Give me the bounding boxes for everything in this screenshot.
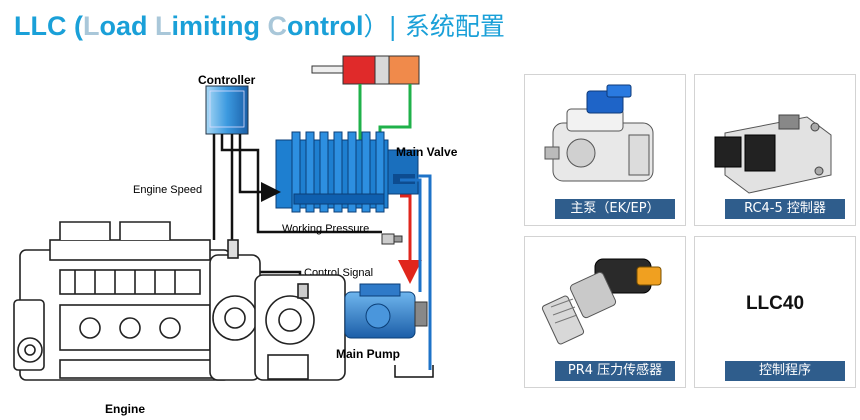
card-controller: RC4-5 控制器 xyxy=(694,74,856,226)
tank-symbol xyxy=(394,365,434,378)
controller-unit xyxy=(205,85,249,135)
hydraulic-cylinder xyxy=(311,55,420,85)
program-name: LLC40 xyxy=(745,293,805,314)
pressure-sensor-icon xyxy=(541,258,662,345)
hydraulic-pump-icon xyxy=(544,84,654,182)
card-pressure-sensor: PR4 压力传感器 xyxy=(524,236,686,388)
blue-supply-line xyxy=(400,178,422,292)
card-caption: 控制程序 xyxy=(725,361,845,381)
ecu-controller-icon xyxy=(714,114,832,194)
controller-label: Controller xyxy=(198,73,256,87)
card-main-pump: 主泵（EK/EP） xyxy=(524,74,686,226)
blue-return-line xyxy=(418,174,432,370)
page-title: LLC (Load Limiting Control）| 系统配置 xyxy=(14,11,505,41)
working-pressure-line xyxy=(220,134,382,234)
pressure-sensor-symbol xyxy=(381,233,403,245)
main-valve-label: Main Valve xyxy=(396,145,458,159)
main-pump-label: Main Pump xyxy=(336,347,400,361)
card-caption: RC4-5 控制器 xyxy=(725,199,845,219)
engine-drawing xyxy=(13,221,346,381)
valve-control-line xyxy=(238,134,281,202)
card-control-program: LLC40 控制程序 xyxy=(694,236,856,388)
card-caption: 主泵（EK/EP） xyxy=(555,199,675,219)
working-pressure-label: Working Pressure xyxy=(282,223,369,235)
engine-label: Engine xyxy=(105,402,145,416)
main-pump xyxy=(344,283,428,339)
engine-speed-label: Engine Speed xyxy=(133,184,202,196)
red-pressure-line xyxy=(398,194,422,284)
system-diagram: Controller Main Valve Engine Speed Worki… xyxy=(13,55,458,416)
card-caption: PR4 压力传感器 xyxy=(555,361,675,381)
main-valve xyxy=(275,131,419,213)
